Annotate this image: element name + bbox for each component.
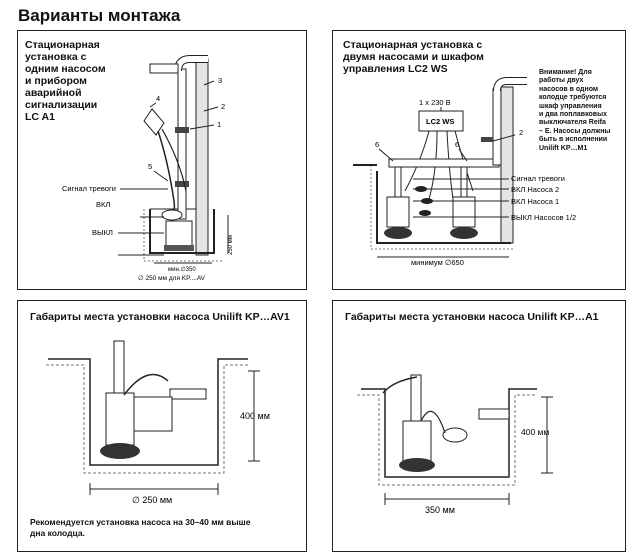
callout-2: 2 [519, 128, 523, 137]
diameter-dimension: ∅ 250 мм [132, 495, 172, 505]
panel-dimensions-a1: Габариты места установки насоса Unilift … [332, 300, 626, 552]
warning-note: Внимание! Для работы двух насосов в одно… [539, 69, 611, 152]
sump-outline [48, 358, 248, 466]
pipe-cap [149, 63, 179, 74]
pit-outline [149, 209, 215, 254]
discharge-pipe [177, 68, 187, 220]
page-title: Варианты монтажа [18, 6, 181, 25]
callout-3: 3 [218, 76, 222, 85]
wall [195, 58, 209, 256]
installation-note: Рекомендуется установка насоса на 30–40 … [30, 517, 251, 538]
pump-base [100, 443, 140, 459]
panel-two-pumps-cabinet: Стационарная установка с двумя насосами … [332, 30, 626, 290]
float-switch [442, 427, 468, 443]
pump [402, 420, 432, 462]
panel-dimensions-av1: Габариты места установки насоса Unilift … [17, 300, 307, 552]
panel-single-pump-alarm: Стационарная установка с одним насосом и… [17, 30, 307, 290]
two-pump-drawing: LC2 WS 1 x 230 В Сигнал тревоги ВКЛ Насо… [353, 77, 576, 267]
pump-1-base [384, 227, 412, 239]
callout-1: 1 [217, 120, 221, 129]
height-dimension: 250 мм [228, 235, 234, 255]
av1-dimension-drawing: 400 мм ∅ 250 мм [46, 340, 270, 505]
height-dimension: 400 мм [240, 411, 270, 421]
float-switch [161, 209, 183, 221]
off-pumps-label: ВЫКЛ Насосов 1/2 [511, 213, 576, 222]
manifold-pipe [388, 158, 500, 168]
on-pump2-label: ВКЛ Насоса 2 [511, 185, 559, 194]
pit-hatch [143, 209, 222, 262]
min-width-dimension: мин.∅350 [168, 266, 196, 273]
panel-title: Стационарная установка с одним насосом и… [25, 39, 106, 123]
width-dimension: 350 мм [425, 505, 455, 515]
callout-5: 5 [148, 162, 152, 171]
discharge-pipe [113, 340, 125, 396]
alarm-level-label: Сигнал тревоги [62, 184, 116, 193]
callout-6: 6 [455, 140, 459, 149]
supply-label: 1 x 230 В [419, 98, 451, 107]
cable [382, 376, 418, 394]
check-valve [175, 181, 189, 187]
discharge-pipe [410, 374, 422, 424]
pump-1 [386, 196, 410, 228]
cabinet-label: LC2 WS [426, 117, 454, 126]
float-switch [419, 210, 431, 216]
alarm-device [143, 108, 165, 136]
off-level-label: ВЫКЛ [92, 228, 113, 237]
cable [123, 373, 169, 396]
callout-4: 4 [156, 94, 160, 103]
ground-hatch [46, 364, 248, 474]
pit-outline [376, 171, 511, 244]
callout-2: 2 [221, 102, 225, 111]
sump-outline [361, 388, 537, 478]
riser-pipe [492, 88, 502, 166]
pump-2-base [450, 227, 478, 239]
pump-base [164, 245, 194, 251]
ground-hatch [357, 394, 537, 486]
outlet-pipe [478, 408, 510, 420]
panel-title: Габариты места установки насоса Unilift … [345, 311, 599, 323]
on-level-label: ВКЛ [96, 200, 110, 209]
valve [481, 137, 493, 142]
panel-title: Стационарная установка с двумя насосами … [343, 39, 484, 75]
a1-dimension-drawing: 400 мм 350 мм [357, 374, 553, 515]
alarm-level-label: Сигнал тревоги [511, 174, 565, 183]
single-pump-drawing: 3 2 1 4 5 Сигнал тревоги ВКЛ ВЫКЛ 250 мм… [62, 55, 234, 282]
pump-base [399, 458, 435, 472]
min-width-dimension: минимум ∅650 [411, 258, 464, 267]
panel-title: Габариты места установки насоса Unilift … [30, 311, 290, 323]
height-dimension: 400 мм [521, 427, 549, 437]
diameter-note: ∅ 250 мм для KP....AV [138, 275, 206, 282]
float-cable [420, 410, 446, 434]
outlet-pipe [169, 388, 207, 400]
pit-hatch [370, 165, 513, 250]
callout-6: 6 [375, 140, 379, 149]
valve [175, 127, 189, 133]
pump-housing [133, 396, 173, 432]
on-pump1-label: ВКЛ Насоса 1 [511, 197, 559, 206]
pump [165, 220, 193, 248]
pump [105, 392, 135, 446]
